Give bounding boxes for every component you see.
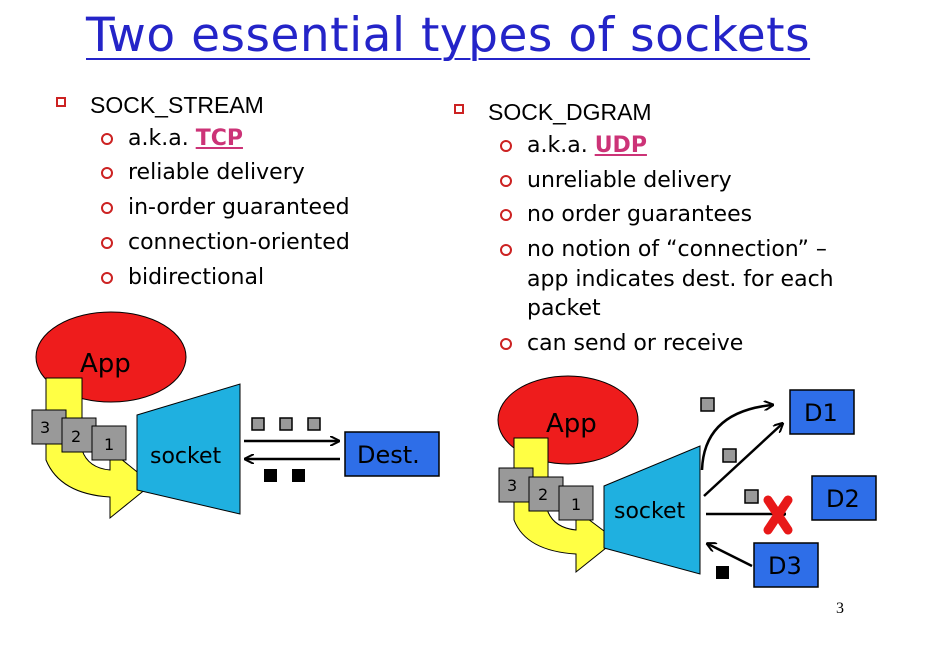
dest-d3-box <box>753 542 819 588</box>
bullet-sock-dgram: SOCK_DGRAM <box>454 99 652 126</box>
dest-d1-label: D1 <box>804 399 838 427</box>
circle-bullet-icon <box>500 140 512 152</box>
subbullet: can send or receive <box>500 329 744 359</box>
svg-text:3: 3 <box>40 418 50 437</box>
incoming-packets <box>264 469 305 482</box>
stream-diagram: App socket 3 2 1 Dest. <box>31 311 440 520</box>
sock-stream-heading: SOCK_STREAM <box>90 92 264 118</box>
subbullet-text: bidirectional <box>128 265 265 290</box>
lost-packet-x-icon <box>763 495 793 535</box>
dest-box <box>344 431 440 477</box>
subbullet: connection-oriented <box>101 228 350 258</box>
dgram-diagram: App socket 3 2 1 D1 D2 <box>497 375 877 588</box>
outgoing-packets <box>251 417 321 431</box>
aka-prefix: a.k.a. <box>128 126 189 151</box>
subbullet-text: can send or receive <box>527 331 744 356</box>
svg-text:3: 3 <box>507 476 517 495</box>
svg-text:1: 1 <box>571 495 581 514</box>
circle-bullet-icon <box>500 175 512 187</box>
page-number: 3 <box>836 600 844 617</box>
subbullet-continuation: app indicates dest. for each <box>527 267 834 292</box>
circle-bullet-icon <box>101 167 113 179</box>
subbullet-connection: no notion of “connection” – <box>500 235 827 265</box>
circle-bullet-icon <box>500 338 512 350</box>
packet-small <box>722 448 737 463</box>
tcp-keyword: TCP <box>195 126 243 151</box>
svg-text:1: 1 <box>104 435 114 454</box>
packet-1: 1 <box>558 485 594 521</box>
dest-d2-label: D2 <box>826 485 860 513</box>
subbullet-udp: a.k.a. UDP <box>500 131 647 161</box>
packet-2: 2 <box>528 476 564 512</box>
circle-bullet-icon <box>101 237 113 249</box>
bullet-sock-stream: SOCK_STREAM <box>56 92 264 119</box>
subbullet-text: no order guarantees <box>527 202 753 227</box>
packet-small <box>744 489 759 504</box>
circle-bullet-icon <box>101 133 113 145</box>
circle-bullet-icon <box>101 202 113 214</box>
subbullet-text: unreliable delivery <box>527 168 732 193</box>
subbullet-text: connection-oriented <box>128 230 350 255</box>
circle-bullet-icon <box>500 244 512 256</box>
subbullet-tcp: a.k.a. TCP <box>101 124 243 154</box>
arrow-from-d3 <box>708 544 753 568</box>
subbullet: bidirectional <box>101 263 265 293</box>
data-flow-arrow <box>45 377 153 520</box>
packet-1: 1 <box>91 425 127 461</box>
arrow-to-d1-curved <box>700 405 772 471</box>
packet-3: 3 <box>498 467 534 503</box>
dest-d3-label: D3 <box>768 552 802 580</box>
packet-incoming <box>716 566 729 579</box>
subbullet: unreliable delivery <box>500 166 732 196</box>
aka-prefix: a.k.a. <box>527 133 588 158</box>
subbullet: reliable delivery <box>101 158 305 188</box>
slide-title: Two essential types of sockets <box>86 8 811 63</box>
circle-bullet-icon <box>500 209 512 221</box>
dest-d1-box <box>789 389 855 435</box>
subbullet: in-order guaranteed <box>101 193 350 223</box>
udp-keyword: UDP <box>594 133 647 158</box>
subbullet-text: in-order guaranteed <box>128 195 350 220</box>
arrow-to-d1 <box>703 424 782 497</box>
svg-text:2: 2 <box>71 427 81 446</box>
packet-2: 2 <box>61 417 97 453</box>
packet-3: 3 <box>31 409 67 445</box>
sock-dgram-heading: SOCK_DGRAM <box>488 99 652 125</box>
square-bullet-icon <box>454 104 464 114</box>
dest-d2-box <box>811 475 877 521</box>
square-bullet-icon <box>56 97 66 107</box>
socket-shape <box>136 383 241 515</box>
subbullet-text: no notion of “connection” – <box>527 237 827 262</box>
dest-label: Dest. <box>357 441 420 469</box>
circle-bullet-icon <box>101 272 113 284</box>
svg-text:2: 2 <box>538 485 548 504</box>
app-label: App <box>80 349 131 379</box>
subbullet: no order guarantees <box>500 200 753 230</box>
app-label: App <box>546 409 597 439</box>
socket-shape <box>603 445 701 575</box>
socket-label: socket <box>614 499 686 524</box>
socket-label: socket <box>150 444 222 469</box>
packet-small <box>700 397 715 412</box>
subbullet-continuation: packet <box>527 296 601 321</box>
subbullet-text: reliable delivery <box>128 160 305 185</box>
